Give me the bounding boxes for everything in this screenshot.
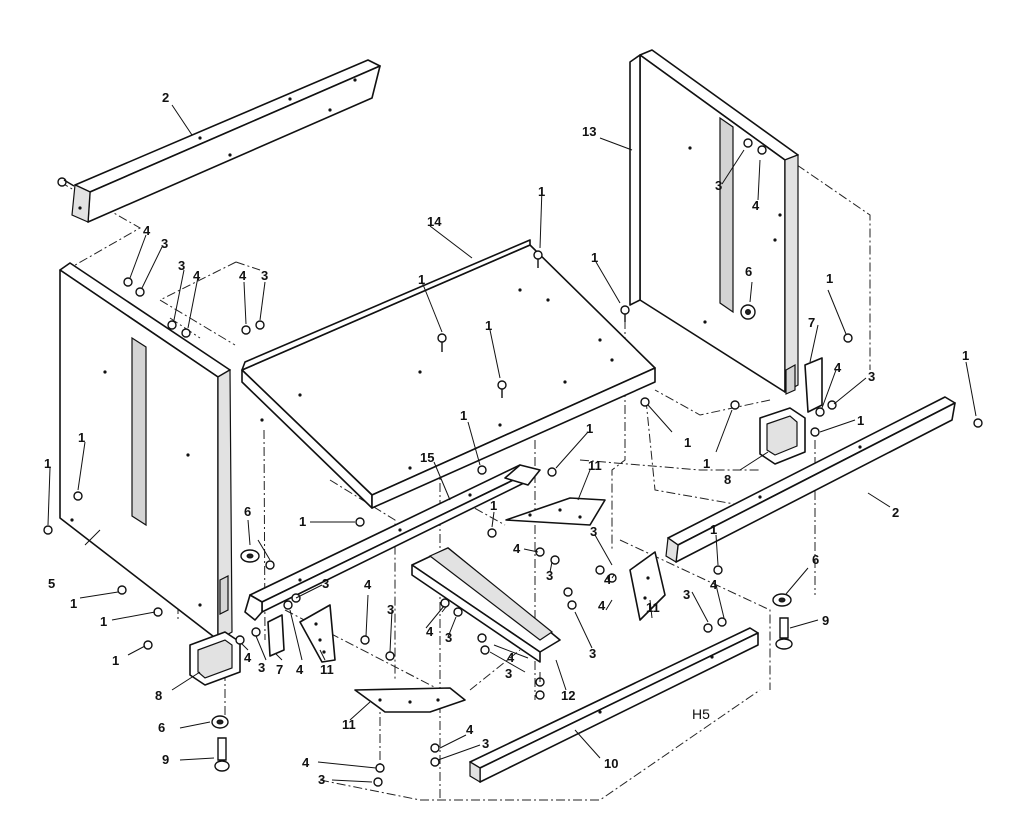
callout-9: 9: [162, 752, 169, 767]
callout-3: 3: [318, 772, 325, 787]
callout-1: 1: [962, 348, 969, 363]
callout-12: 12: [561, 688, 575, 703]
callout-3: 3: [258, 660, 265, 675]
callout-4: 4: [364, 577, 372, 592]
callout-4: 4: [296, 662, 304, 677]
bolt-icon: [43, 177, 983, 650]
callout-1: 1: [460, 408, 467, 423]
gusset-right: [629, 551, 666, 621]
callout-4: 4: [507, 650, 515, 665]
hardware: [43, 138, 983, 787]
callout-2: 2: [162, 90, 169, 105]
callout-1: 1: [826, 271, 833, 286]
callout-13: 13: [582, 124, 596, 139]
callout-1: 1: [418, 272, 425, 287]
callout-7: 7: [808, 315, 815, 330]
callout-1: 1: [684, 435, 691, 450]
callout-1: 1: [112, 653, 119, 668]
leveler-foot-icon: [211, 549, 793, 772]
callout-4: 4: [604, 572, 612, 587]
callout-1: 1: [538, 184, 545, 199]
side-panel-right: [629, 49, 799, 395]
rail-right: [665, 396, 956, 563]
gusset-left: [299, 604, 336, 663]
rail-bottom: [469, 627, 759, 784]
callout-3: 3: [715, 178, 722, 193]
callout-1: 1: [591, 250, 598, 265]
callout-8: 8: [155, 688, 162, 703]
callout-7: 7: [276, 662, 283, 677]
callout-1: 1: [586, 421, 593, 436]
side-panel-left: [59, 262, 233, 642]
callout-3: 3: [178, 258, 185, 273]
callout-labels: 2 4 3 3 4 4 3 1 1 5 1 1 1 8 6 9 6 1 3 4 …: [44, 90, 969, 787]
rail-top-left: [71, 59, 381, 223]
callout-6: 6: [244, 504, 251, 519]
callout-6: 6: [812, 552, 819, 567]
base-tray: [241, 239, 656, 509]
callout-4: 4: [426, 624, 434, 639]
callout-1: 1: [485, 318, 492, 333]
callout-11: 11: [342, 717, 356, 732]
callout-1: 1: [78, 430, 85, 445]
callout-3: 3: [322, 576, 329, 591]
callout-3: 3: [387, 602, 394, 617]
callout-4: 4: [752, 198, 760, 213]
callout-4: 4: [834, 360, 842, 375]
callout-3: 3: [868, 369, 875, 384]
leader-lines: [47, 104, 977, 783]
callout-4: 4: [143, 223, 151, 238]
callout-1: 1: [70, 596, 77, 611]
callout-1: 1: [100, 614, 107, 629]
callout-10: 10: [604, 756, 618, 771]
gusset-upper: [505, 497, 606, 526]
callout-3: 3: [445, 630, 452, 645]
callout-4: 4: [193, 268, 201, 283]
cross-bar: [244, 464, 541, 621]
callout-4: 4: [598, 598, 606, 613]
figure-reference: H5: [692, 706, 710, 722]
callout-4: 4: [302, 755, 310, 770]
callout-3: 3: [546, 568, 553, 583]
callout-3: 3: [589, 646, 596, 661]
callout-1: 1: [299, 514, 306, 529]
callout-2: 2: [892, 505, 899, 520]
callout-4: 4: [244, 650, 252, 665]
lower-channel: [411, 547, 561, 663]
callout-15: 15: [420, 450, 434, 465]
callout-11: 11: [588, 458, 602, 473]
callout-4: 4: [710, 577, 718, 592]
callout-4: 4: [513, 541, 521, 556]
callout-11: 11: [646, 600, 660, 615]
callout-1: 1: [857, 413, 864, 428]
callout-3: 3: [261, 268, 268, 283]
callout-8: 8: [724, 472, 731, 487]
callout-6: 6: [745, 264, 752, 279]
nut-icon: [123, 138, 837, 787]
callout-3: 3: [590, 524, 597, 539]
callout-4: 4: [466, 722, 474, 737]
callout-1: 1: [490, 498, 497, 513]
callout-3: 3: [683, 587, 690, 602]
callout-4: 4: [239, 268, 247, 283]
small-plates: [267, 357, 823, 657]
callout-3: 3: [505, 666, 512, 681]
callout-11: 11: [320, 662, 334, 677]
callout-3: 3: [482, 736, 489, 751]
callout-14: 14: [427, 214, 442, 229]
callout-6: 6: [158, 720, 165, 735]
callout-1: 1: [710, 522, 717, 537]
callout-9: 9: [822, 613, 829, 628]
callout-5: 5: [48, 576, 55, 591]
callout-1: 1: [44, 456, 51, 471]
gusset-plates: [299, 497, 666, 713]
callout-3: 3: [161, 236, 168, 251]
gusset-lower: [354, 687, 466, 713]
leveler-brackets: [189, 407, 806, 686]
callout-1: 1: [703, 456, 710, 471]
